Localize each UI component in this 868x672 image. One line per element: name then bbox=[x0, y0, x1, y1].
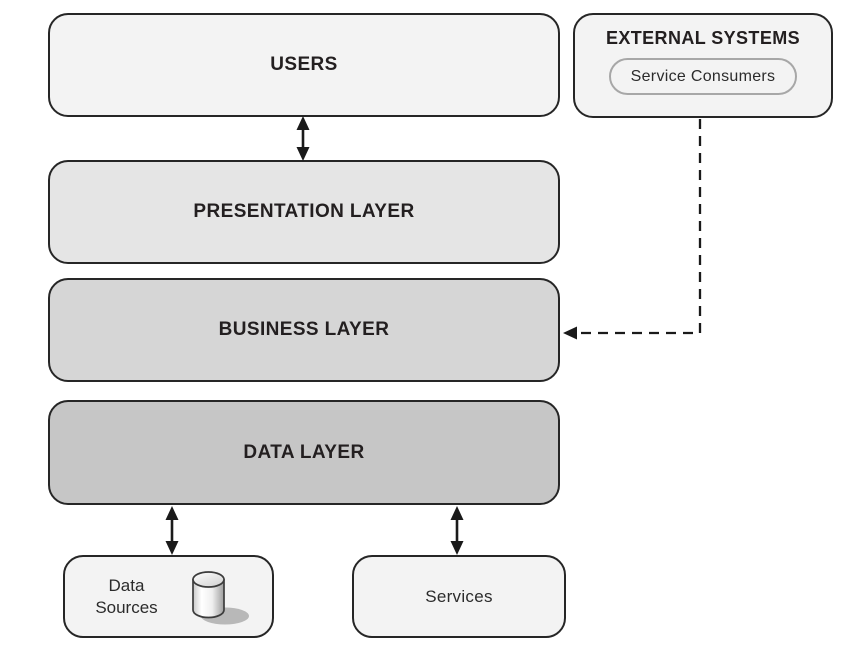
services-box: Services bbox=[352, 555, 566, 638]
presentation-layer-box: PRESENTATION LAYER bbox=[48, 160, 560, 264]
data-layer-box: DATA LAYER bbox=[48, 400, 560, 505]
data-layer-label: DATA LAYER bbox=[243, 441, 365, 463]
data-services-arrow bbox=[450, 506, 464, 555]
users-presentation-arrow bbox=[296, 116, 310, 161]
external-business-dashed-arrow bbox=[563, 119, 702, 340]
business-layer-box: BUSINESS LAYER bbox=[48, 278, 560, 382]
data-sources-box: Data Sources bbox=[63, 555, 274, 638]
users-label: USERS bbox=[270, 54, 338, 75]
data-datasources-arrow bbox=[165, 506, 179, 555]
external-systems-box: EXTERNAL SYSTEMS Service Consumers bbox=[573, 13, 833, 118]
external-systems-label: EXTERNAL SYSTEMS bbox=[605, 28, 801, 48]
service-consumers-pill: Service Consumers bbox=[609, 58, 797, 95]
database-icon bbox=[185, 566, 253, 628]
service-consumers-label: Service Consumers bbox=[630, 67, 776, 85]
services-label: Services bbox=[425, 586, 493, 606]
data-sources-label: Data Sources bbox=[95, 576, 158, 617]
business-layer-label: BUSINESS LAYER bbox=[218, 319, 390, 340]
users-box: USERS bbox=[48, 13, 560, 117]
presentation-layer-label: PRESENTATION LAYER bbox=[193, 201, 415, 222]
